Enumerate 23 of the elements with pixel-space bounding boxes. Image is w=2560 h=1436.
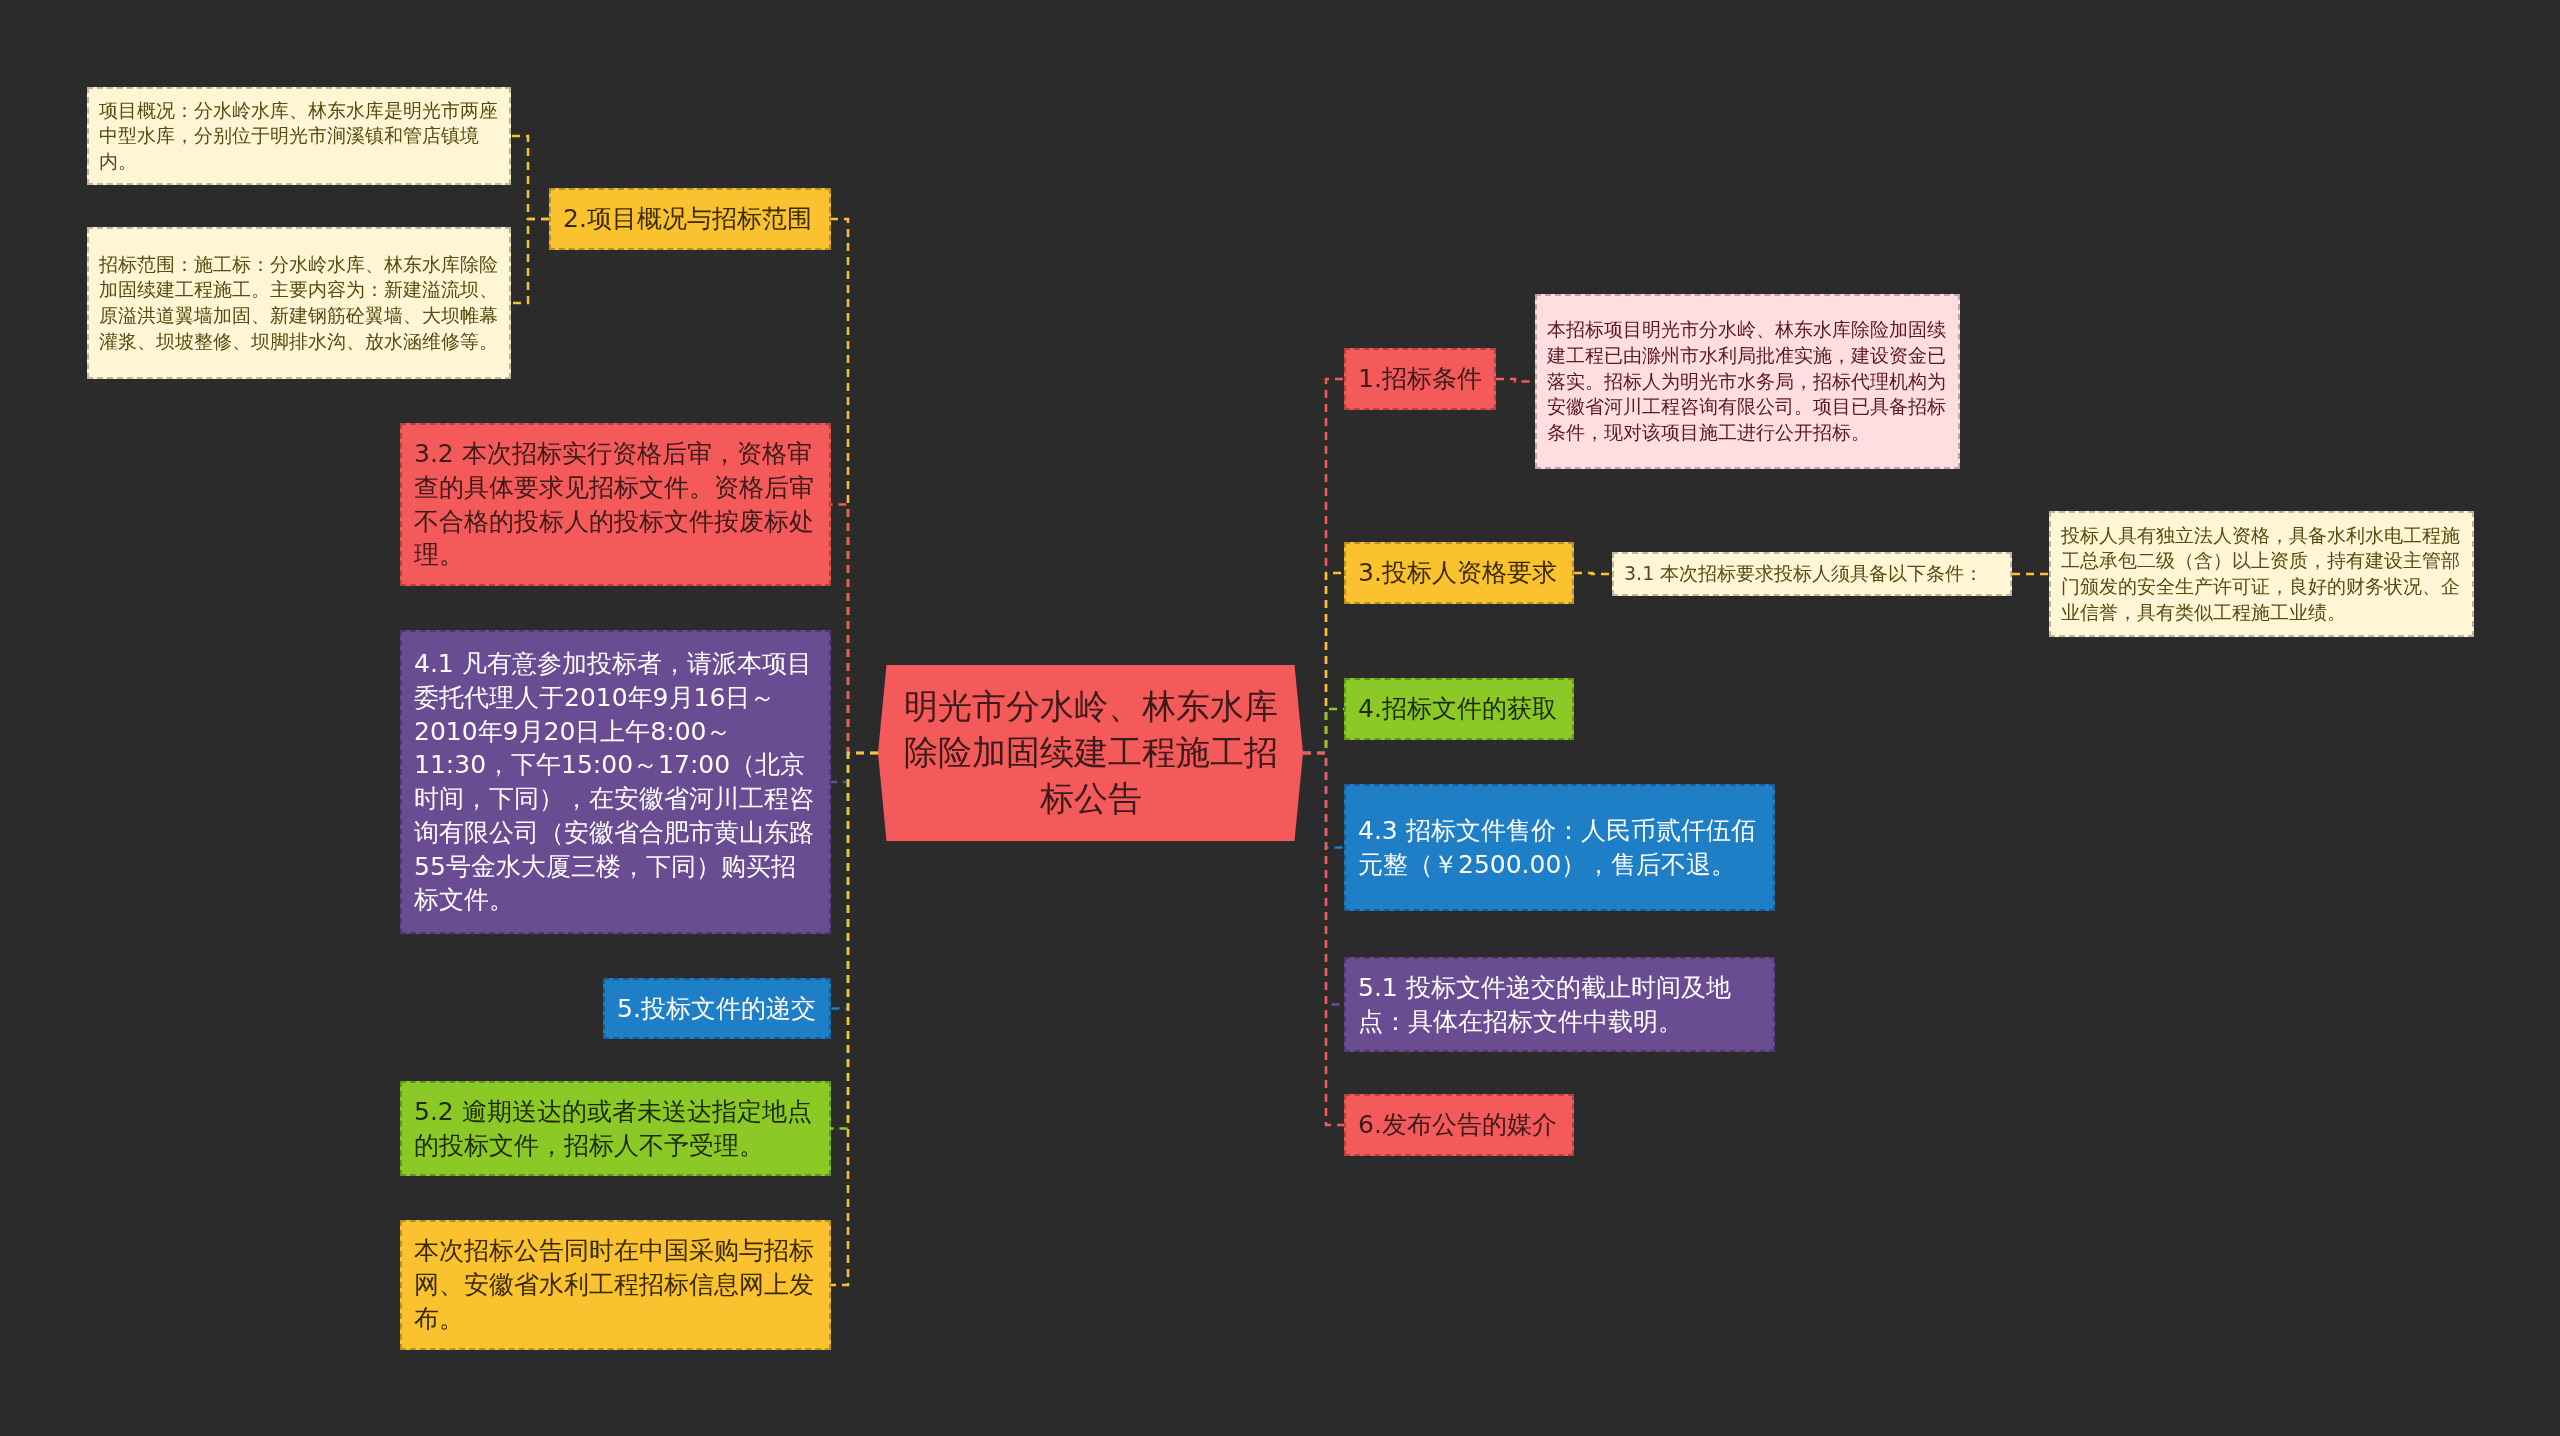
connector-line — [1303, 751, 1344, 1127]
topic-box: 5.2 逾期送达的或者未送达指定地点的投标文件，招标人不予受理。 — [400, 1081, 831, 1176]
topic-box: 3.投标人资格要求 — [1344, 542, 1574, 604]
central-topic: 明光市分水岭、林东水库除险加固续建工程施工招标公告 — [878, 665, 1303, 841]
note-box: 本招标项目明光市分水岭、林东水库除险加固续建工程已由滁州市水利局批准实施，建设资金已落实。招标人为明光市水务局，招标代理机构为安徽省河川工程咨询有限公司。项目已具备招标条件，现对该项目施工进行公开招标。 — [1535, 294, 1960, 469]
topic-box: 4.1 凡有意参加投标者，请派本项目委托代理人于2010年9月16日～2010年9月20日上午8:00～11:30，下午15:00～17:00（北京时间，下同），在安徽省河川工程咨询有限公司（安徽省合肥市黄山东路55号金水大厦三楼，下同）购买招标文件。 — [400, 630, 831, 934]
topic-box: 6.发布公告的媒介 — [1344, 1094, 1574, 1156]
connector-line — [511, 217, 549, 305]
topic-box: 5.1 投标文件递交的截止时间及地点：具体在招标文件中载明。 — [1344, 957, 1775, 1052]
topic-box: 1.招标条件 — [1344, 348, 1496, 410]
connector-line — [831, 751, 878, 1287]
topic-box: 3.2 本次招标实行资格后审，资格审查的具体要求见招标文件。资格后审不合格的投标人的投标文件按废标处理。 — [400, 423, 831, 586]
connector-line — [1574, 571, 1612, 576]
topic-box: 本次招标公告同时在中国采购与招标网、安徽省水利工程招标信息网上发布。 — [400, 1220, 831, 1350]
note-box: 投标人具有独立法人资格，具备水利水电工程施工总承包二级（含）以上资质，持有建设主管部门颁发的安全生产许可证，良好的财务状况、企业信誉，具有类似工程施工业绩。 — [2049, 511, 2474, 637]
topic-box: 2.项目概况与招标范围 — [549, 188, 831, 250]
topic-box: 5.投标文件的递交 — [603, 978, 831, 1039]
note-box: 3.1 本次招标要求投标人须具备以下条件： — [1612, 552, 2012, 596]
connector-line — [2012, 572, 2049, 576]
note-box: 招标范围：施工标：分水岭水库、林东水库除险加固续建工程施工。主要内容为：新建溢流坝、原溢洪道翼墙加固、新建钢筋砼翼墙、大坝帷幕灌浆、坝坡整修、坝脚排水沟、放水涵维修等。 — [87, 227, 511, 379]
note-box: 项目概况：分水岭水库、林东水库是明光市两座中型水库，分别位于明光市涧溪镇和管店镇境内。 — [87, 87, 511, 185]
topic-box: 4.招标文件的获取 — [1344, 678, 1574, 740]
topic-box: 4.3 招标文件售价：人民币贰仟伍佰元整（￥2500.00），售后不退。 — [1344, 784, 1775, 911]
